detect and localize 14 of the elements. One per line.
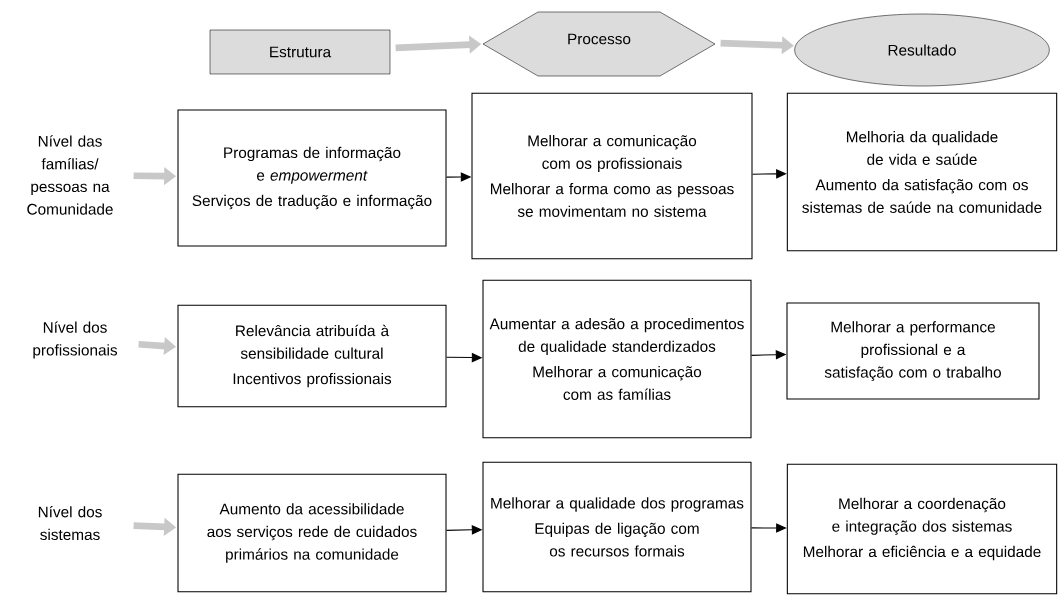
process-box: Programas de informação e empowerment Serviços de tradução e informação	[177, 109, 447, 247]
level-label: Nível dos sistemas	[38, 505, 102, 541]
process-box: Melhorar a comunicação com os profissionais Melhorar a forma como as pessoas se movimentam no sistema	[471, 92, 753, 260]
level-label: Nível dos profissionais	[33, 321, 118, 359]
process-box: Melhorar a coordenação e integração dos sistemas Melhorar a eficiência e a equidade	[786, 463, 1058, 595]
process-box: Melhoria da qualidade de vida e saúde Aumento da satisfação com os sistemas de saúde na comunidade	[786, 92, 1058, 252]
process-box: Melhorar a qualidade dos programas Equipas de ligação com os recursos formais	[482, 461, 752, 593]
process-box: Aumentar a adesão a procedimentos de qualidade standerdizados Melhorar a comunicação com as famílias	[482, 279, 752, 439]
header-box: Estrutura	[209, 29, 391, 75]
hexagon: Processo	[482, 11, 716, 77]
process-box: Aumento da acessibilidade aos serviços rede de cuidados primários na comunidade	[177, 473, 447, 593]
level-label: Nível das famílias/ pessoas na Comunidade	[27, 135, 113, 215]
process-box: Relevância atribuída à sensibilidade cultural Incentivos profissionais	[177, 304, 447, 408]
process-box: Melhorar a performance profissional e a satisfação com o trabalho	[786, 302, 1040, 400]
